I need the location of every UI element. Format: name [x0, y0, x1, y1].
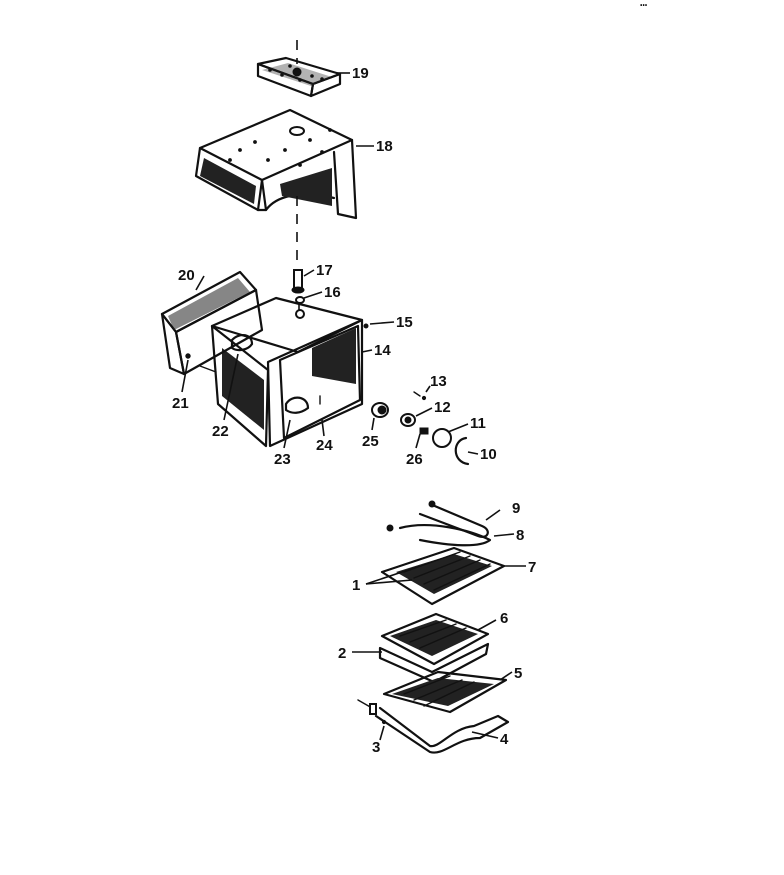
part-7-oven-rack — [380, 546, 506, 606]
callout-9: 9 — [512, 500, 520, 517]
part-19-vent-plate — [256, 56, 342, 98]
callout-24: 24 — [316, 437, 333, 454]
callout-2: 2 — [338, 645, 346, 662]
callout-26: 26 — [406, 451, 423, 468]
callout-10: 10 — [480, 446, 497, 463]
callout-11: 11 — [470, 415, 486, 432]
callout-16: 16 — [324, 284, 341, 301]
callout-17: 17 — [316, 262, 333, 279]
callout-3: 3 — [372, 739, 380, 756]
part-4-bottom-panel — [374, 706, 510, 754]
part-16-washer — [295, 296, 305, 304]
part-10-wire-clip — [454, 436, 470, 466]
part-23-bracket — [284, 396, 310, 414]
header-fragment: … — [640, 0, 647, 9]
part-11-lens — [432, 428, 452, 448]
part-13-screw — [413, 391, 427, 401]
callout-1: 1 — [352, 577, 360, 594]
part-22-bracket — [230, 334, 254, 352]
callout-7: 7 — [528, 559, 536, 576]
leader-lines — [181, 72, 526, 741]
callout-labels: 19 18 17 16 15 14 13 12 11 10 26 25 24 2… — [172, 65, 536, 756]
callout-13: 13 — [430, 373, 447, 390]
part-26-bulb — [419, 427, 429, 435]
part-12-gasket — [400, 413, 416, 427]
part-8-broil-element — [386, 524, 492, 547]
callout-25: 25 — [362, 433, 379, 450]
callout-23: 23 — [274, 451, 291, 468]
callout-19: 19 — [352, 65, 369, 82]
callout-5: 5 — [514, 665, 522, 682]
part-2-broil-pan — [378, 642, 490, 684]
callout-15: 15 — [396, 314, 413, 331]
part-18-top-cover — [194, 108, 358, 220]
part-9-bake-element — [418, 500, 489, 538]
part-14-oven-cavity — [210, 296, 369, 448]
part-17-screw — [291, 269, 305, 294]
callout-18: 18 — [376, 138, 393, 155]
part-20-back-panel — [160, 270, 264, 376]
callout-22: 22 — [212, 423, 229, 440]
part-21-pin — [199, 365, 217, 373]
callout-21: 21 — [172, 395, 189, 412]
part-5-bottom-rack — [382, 670, 508, 714]
part-3-screw — [357, 699, 387, 725]
callout-12: 12 — [434, 399, 451, 416]
part-25-socket — [371, 402, 389, 418]
callout-8: 8 — [516, 527, 524, 544]
callout-6: 6 — [500, 610, 508, 627]
callout-20: 20 — [178, 267, 195, 284]
part-6-broil-pan-insert — [380, 612, 490, 666]
callout-14: 14 — [374, 342, 391, 359]
callout-4: 4 — [500, 731, 509, 748]
